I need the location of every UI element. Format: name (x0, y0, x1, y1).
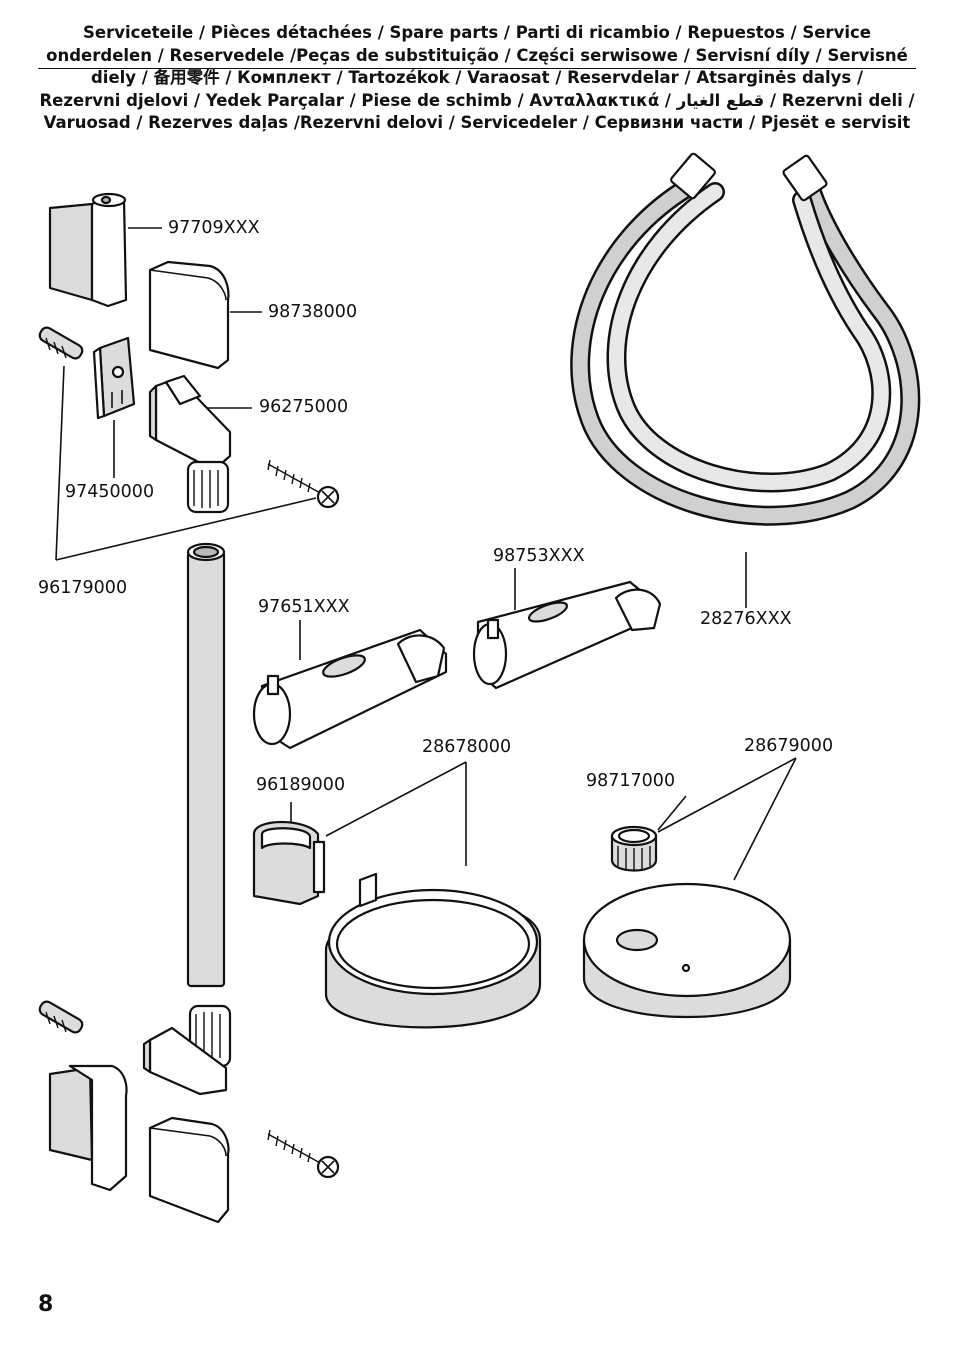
mounting-plate (92, 336, 136, 420)
wall-bracket-top (48, 192, 128, 308)
title-line-2: onderdelen / Reservedele /Peças de subst… (46, 45, 908, 65)
part-96275-label: 96275000 (259, 397, 349, 417)
cover-cap-bottom (148, 1116, 230, 1224)
wall-plug-top (38, 326, 84, 360)
soap-dish (582, 882, 792, 1019)
soap-dish-ring (324, 872, 542, 1029)
cover-cap-top (148, 260, 230, 370)
title-line-5: Varuosad / Rezerves daļas /Rezervni delo… (43, 113, 911, 133)
part-28679-label: 28679000 (744, 736, 834, 756)
title-line-3: diely / 备用零件 / Комплект / Tartozékok / V… (90, 68, 863, 88)
bar-holder-top (148, 374, 232, 514)
part-96189-label: 96189000 (256, 775, 346, 795)
part-97709-label: 97709XXX (168, 218, 260, 238)
screw-bottom (267, 1129, 340, 1179)
part-98738-label: 98738000 (268, 302, 358, 322)
part-28276-label: 28276XXX (700, 609, 792, 629)
soap-dish-nut (610, 825, 658, 872)
part-28678-label: 28678000 (422, 737, 512, 757)
bar-holder-bottom (142, 1004, 232, 1096)
part-98717-label: 98717000 (586, 771, 676, 791)
wall-plug-bottom (38, 1000, 84, 1034)
part-97651-label: 97651XXX (258, 597, 350, 617)
part-98753-label: 98753XXX (493, 546, 585, 566)
part-96179-label: 96179000 (38, 578, 128, 598)
part-97450-label: 97450000 (65, 482, 155, 502)
title-line-4: Rezervni djelovi / Yedek Parçalar / Pies… (39, 90, 915, 110)
screw-top (267, 459, 340, 509)
rail-clip (252, 820, 326, 906)
spare-parts-title: Serviceteile / Pièces détachées / Spare … (30, 22, 924, 135)
wall-bracket-bottom (48, 1064, 128, 1192)
shower-rail (186, 542, 226, 988)
leader-lines (55, 227, 797, 881)
shower-hose (570, 152, 921, 526)
title-divider (38, 68, 916, 69)
title-line-1: Serviceteile / Pièces détachées / Spare … (83, 23, 871, 42)
page-number: 8 (38, 1292, 54, 1317)
slider-97651 (252, 628, 448, 750)
slider-98753 (472, 580, 662, 690)
